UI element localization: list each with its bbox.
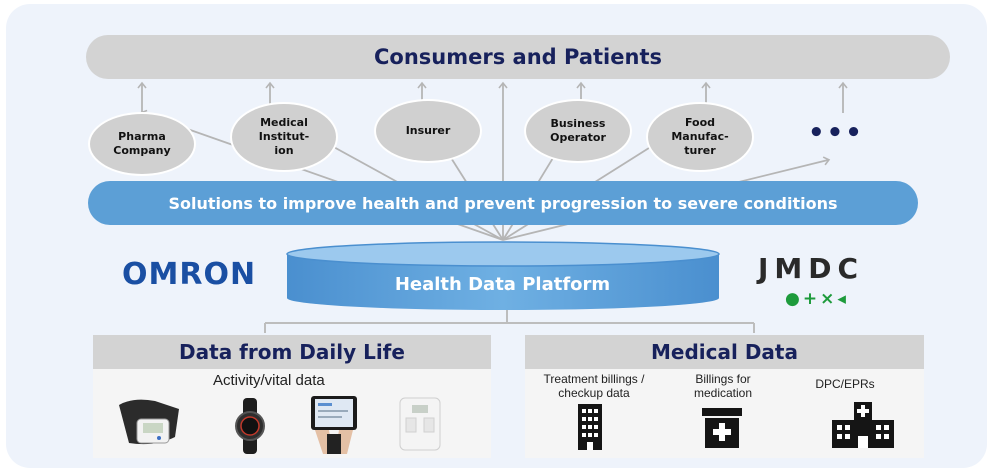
stakeholder-business-operator: Business Operator	[526, 101, 630, 161]
stakeholder-medical-institution: Medical Institut- ion	[232, 104, 336, 170]
treatment-billings-label: Treatment billings / checkup data	[543, 372, 645, 400]
jmdc-logo-marks: ●+×◂	[785, 289, 849, 309]
more-stakeholders-indicator: •••	[808, 118, 864, 148]
daily-life-title: Data from Daily Life	[93, 335, 491, 369]
smartwatch-icon	[235, 398, 265, 454]
medication-billings-label: Billings for medication	[693, 372, 753, 400]
pharmacy-icon	[702, 408, 742, 448]
omron-logo: OMRON	[122, 257, 257, 292]
hospital-icon	[832, 402, 894, 448]
dpc-eprs-label: DPC/EPRs	[815, 377, 875, 391]
jmdc-logo: JMDC	[758, 252, 865, 285]
consumers-and-patients-bar: Consumers and Patients	[86, 35, 950, 79]
smartphone-app-icon	[311, 396, 357, 454]
stakeholder-pharma-company: Pharma Company	[90, 114, 194, 174]
body-composition-scale-icon	[399, 397, 441, 451]
platform-cylinder	[286, 241, 720, 310]
office-building-icon	[578, 404, 602, 450]
activity-vital-label: Activity/vital data	[213, 372, 325, 389]
medical-data-title: Medical Data	[525, 335, 924, 369]
stakeholder-food-manufacturer: Food Manufac- turer	[648, 104, 752, 170]
health-data-platform-label: Health Data Platform	[394, 273, 611, 295]
blood-pressure-monitor-icon	[119, 399, 179, 445]
stakeholder-insurer: Insurer	[376, 101, 480, 161]
solutions-bar: Solutions to improve health and prevent …	[88, 181, 918, 225]
